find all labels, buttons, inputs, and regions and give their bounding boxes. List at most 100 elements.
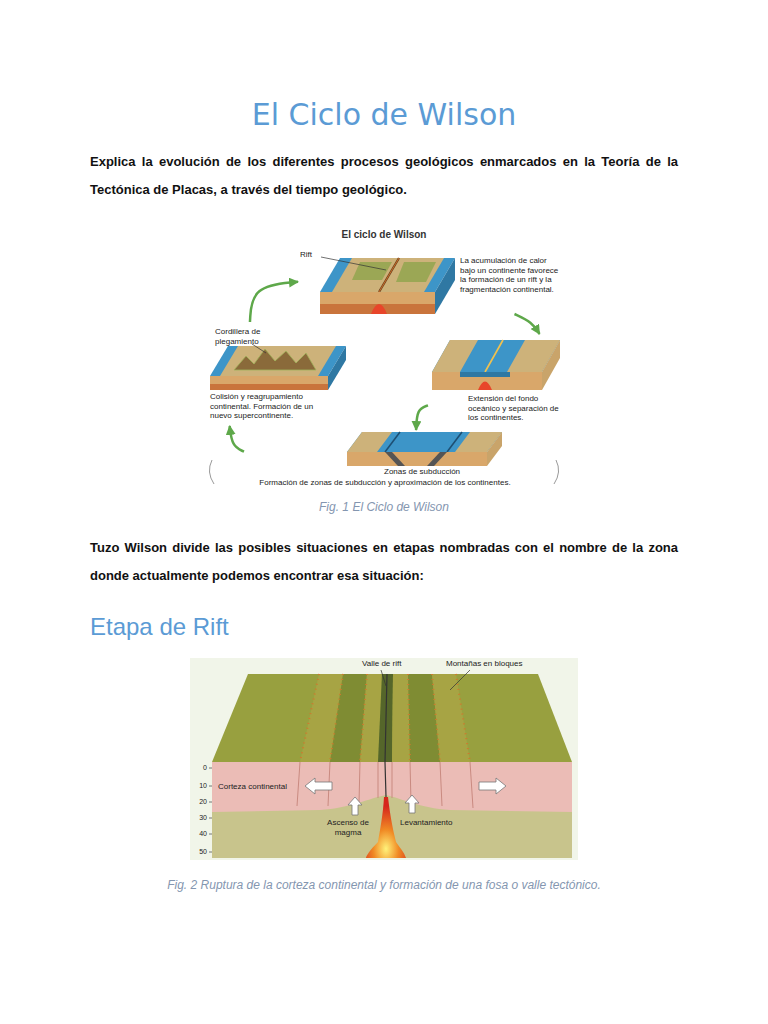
rift-cross-section-part [360,674,367,762]
subduction-block-part [347,432,502,452]
depth-number: 10 [192,782,207,790]
rift-block-part [320,258,455,292]
rift-cross-section-part [348,797,362,815]
spreading-block-part [432,372,542,390]
rift-block-part [320,292,435,314]
part-label: Montañas en bloques [446,659,523,668]
spreading-stage: Extensión del fondo oceánico y separació… [428,334,564,426]
rift-cross-section-part [330,674,343,762]
stage-label: Rift [300,250,312,260]
rift-cross-section-part [392,762,393,798]
rift-cross-section-part [470,762,473,808]
rift-stage: Rift La acumulación de calor bajo un cont… [298,244,562,314]
rift-cross-section-part [450,670,470,690]
rift-block [320,257,455,314]
rift-cross-section-part [366,797,406,858]
stage-description: Colisión y reagrupamiento continental. F… [210,392,324,421]
collision-block-part [210,346,346,376]
rift-cross-section-part [212,674,572,762]
section-heading: Etapa de Rift [90,612,229,642]
rift-cross-section-part [432,674,440,762]
rift-cross-section-part [440,762,442,806]
stage-description: La acumulación de calor bajo un continen… [460,256,560,294]
rift-cross-section-part [209,834,212,835]
subduction-block-part [347,432,392,452]
rift-cross-section-part [209,768,212,769]
depth-number: 50 [192,848,207,856]
rift-cross-section-part [432,674,470,762]
stage-description: Extensión del fondo oceánico y separació… [468,394,562,423]
spreading-block-part [432,340,478,372]
rift-cross-section-part [385,674,387,797]
depth-number: 30 [192,814,207,822]
body-paragraph: Tuzo Wilson divide las posibles situacio… [90,534,678,590]
rift-cross-section-part [212,762,572,812]
stage-label: Cordillera de plegamiento [215,327,277,346]
rift-block-part [320,304,435,314]
figure-frame-arc-part [209,460,214,484]
rift-cross-section-part [456,674,470,762]
spreading-block-part [478,382,492,391]
spreading-block-part [542,340,560,390]
cycle-arrow [250,282,298,322]
rift-cross-section-part [209,818,212,819]
cycle-arrow [514,314,539,334]
cycle-arrow [416,405,428,430]
subduction-block-part [447,432,462,452]
rift-cross-section-part [378,762,379,798]
rift-cross-section-part [209,802,212,803]
rift-block-part [379,258,399,292]
subduction-block-part [487,432,502,466]
collision-block [210,344,346,390]
spreading-block [432,340,560,390]
rift-cross-section-part [408,674,410,762]
figure-frame-arc-part [554,460,559,484]
rift-block-part [435,258,455,314]
subduction-stage: Zonas de subducciónFormación de zonas de… [244,430,528,492]
rift-cross-section-part [330,674,367,762]
figure-caption: Fig. 1 El Ciclo de Wilson [319,500,449,514]
rift-cross-section-part [190,658,578,860]
process-label: Ascenso de magma [324,818,372,837]
collision-block-part [220,346,336,376]
rift-block-part [396,262,436,282]
spreading-block-part [460,372,510,377]
rift-cross-section-part [405,795,419,813]
cycle-arrow [230,426,244,452]
figure-caption: Fig. 2 Ruptura de la corteza continental… [167,878,601,892]
rift-cross-section-part [209,768,212,852]
collision-block-part [210,384,328,390]
process-label: Levantamiento [400,818,452,828]
body-paragraph: Explica la evolución de los diferentes p… [90,148,678,204]
rift-cross-section-part [381,670,386,686]
collision-block-part [210,376,328,390]
rift-block-part [379,258,399,292]
depth-number: 40 [192,830,207,838]
rift-cross-section-part [300,674,319,762]
subduction-block [347,432,502,466]
part-label: Valle de rift [362,659,401,668]
spreading-block-part [485,340,503,372]
rift-cross-section-part [479,778,506,794]
rift-cross-section-part [359,762,360,803]
rift-cross-section-part [212,762,572,858]
subduction-block-part [347,452,487,466]
page-title: El Ciclo de Wilson [252,96,517,134]
stage-label: Zonas de subducción [384,467,460,477]
rift-cross-section-part [209,852,212,853]
stage-description: Formación de zonas de subducción y aprox… [244,478,526,488]
subduction-block-part [427,452,447,466]
collision-block-part [234,349,316,370]
rift-cross-section-part [305,778,332,794]
depth-number: 20 [192,798,207,806]
spreading-block-part [432,340,560,372]
rift-block-part [332,258,444,292]
collision-block-part [328,346,346,390]
subduction-block-part [385,452,405,466]
rift-cross-section-part [297,762,300,806]
rift-cross-section-part [392,674,410,762]
depth-number: 0 [192,764,207,772]
figure-title: El ciclo de Wilson [342,229,427,241]
